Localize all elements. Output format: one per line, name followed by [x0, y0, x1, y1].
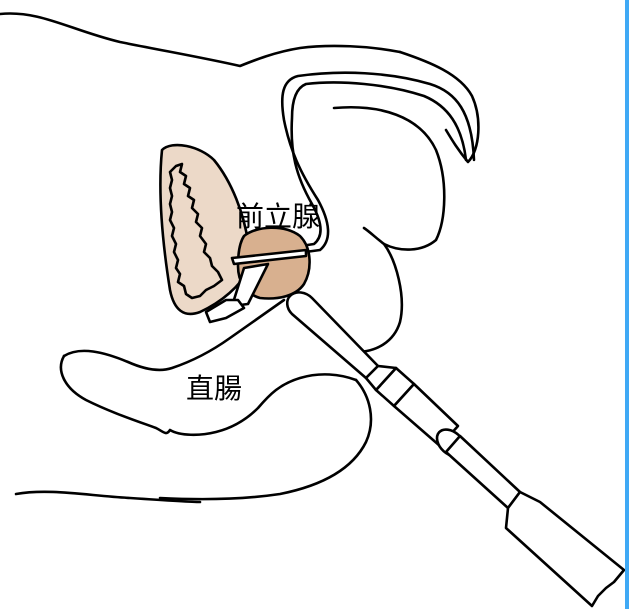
scrotum-outline — [334, 107, 444, 249]
probe-handle — [506, 492, 624, 606]
frame-edge — [625, 0, 629, 609]
ultrasound-probe — [287, 292, 624, 606]
penis-outline — [400, 52, 478, 162]
probe-tip — [287, 292, 378, 378]
perineum-outline — [356, 244, 402, 352]
label-prostate: 前立腺 — [236, 200, 320, 233]
probe-shaft-3 — [446, 436, 520, 508]
rectum-outline — [64, 300, 284, 370]
body-outline — [0, 13, 400, 66]
lower-body-outline — [16, 492, 200, 502]
label-rectum: 直腸 — [186, 372, 242, 405]
